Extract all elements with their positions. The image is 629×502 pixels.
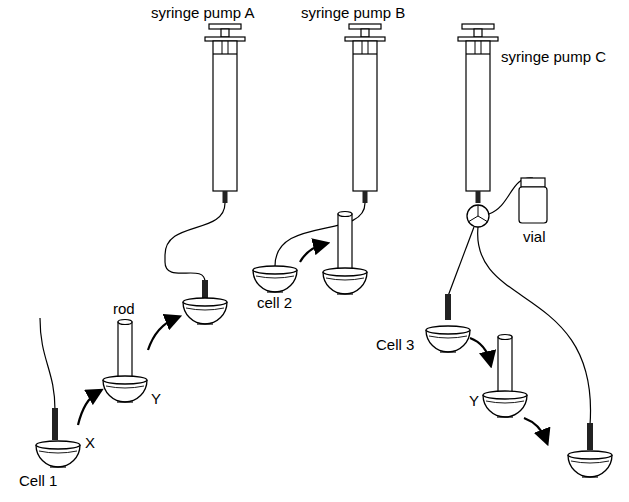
part-label: vial — [522, 228, 547, 245]
part-label: Cell 3 — [375, 336, 415, 353]
vial — [519, 178, 547, 223]
syringe-pump-a — [205, 24, 245, 203]
tubing — [40, 178, 591, 425]
rods — [118, 212, 512, 396]
syringe-pump-c — [458, 24, 498, 203]
valve — [467, 205, 489, 227]
part-label: cell 2 — [256, 294, 293, 311]
part-label: Y — [150, 390, 162, 407]
needles — [52, 280, 593, 450]
part-label: X — [84, 434, 96, 451]
part-label: syringe pump B — [300, 4, 406, 21]
part-label: rod — [112, 300, 136, 317]
transfer-arrows — [78, 244, 546, 440]
part-label: syringe pump C — [500, 48, 607, 65]
part-label: Cell 1 — [18, 472, 58, 489]
syringe-pump-b — [345, 24, 385, 203]
part-label: syringe pump A — [150, 4, 255, 21]
part-label: Y — [468, 392, 480, 409]
cells — [36, 266, 612, 477]
